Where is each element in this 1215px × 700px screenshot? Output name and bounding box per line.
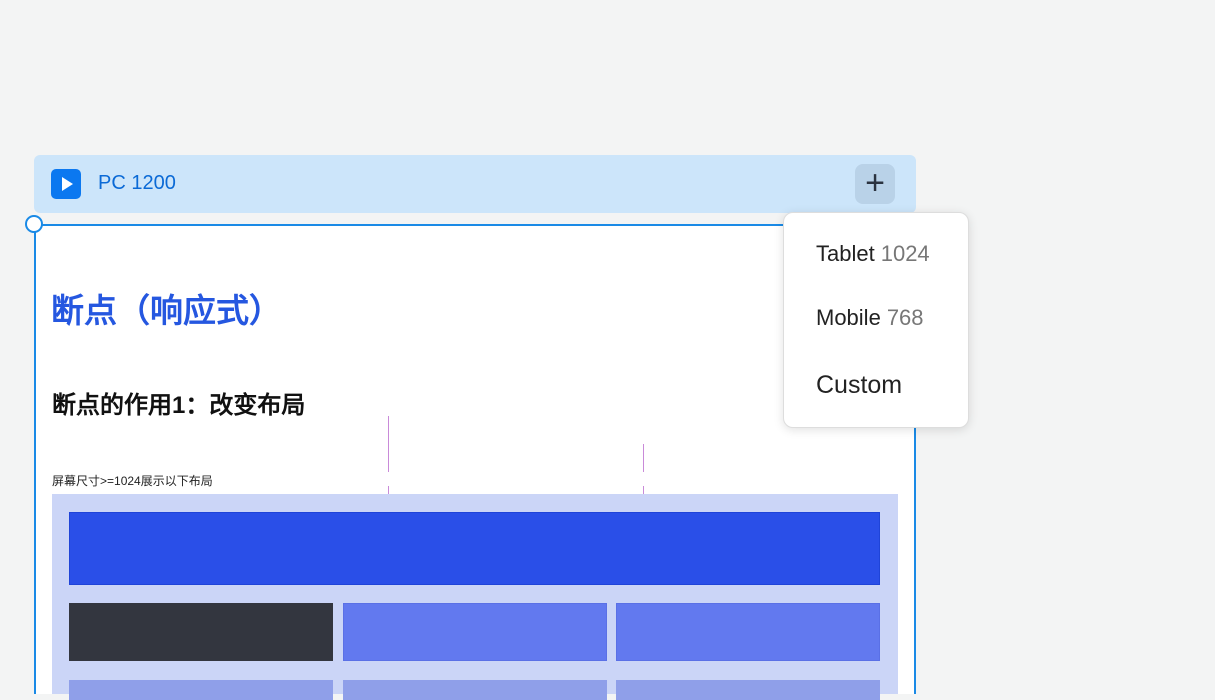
layout-preview <box>52 494 898 700</box>
content-block <box>616 680 880 700</box>
menu-item-value: 768 <box>886 305 924 330</box>
content-block <box>69 680 333 700</box>
content-block <box>616 603 880 661</box>
guide-line <box>388 416 389 472</box>
menu-item-label: Tablet <box>816 241 875 266</box>
guide-line <box>643 444 644 472</box>
layout-note: 屏幕尺寸>=1024展示以下布局 <box>52 474 213 488</box>
guide-line <box>643 486 644 494</box>
content-block-dark <box>69 603 333 661</box>
add-breakpoint-button[interactable]: + <box>855 164 895 204</box>
guide-line <box>388 486 389 494</box>
content-block <box>343 680 607 700</box>
content-block <box>343 603 607 661</box>
section-title: 断点的作用1：改变布局 <box>52 392 306 419</box>
menu-item-label: Mobile <box>816 305 881 330</box>
header-block <box>69 512 880 585</box>
breakpoint-header <box>34 155 916 213</box>
resize-handle[interactable] <box>25 215 43 233</box>
breakpoint-title[interactable]: PC 1200 <box>98 172 176 194</box>
menu-item-custom[interactable]: Custom <box>816 371 903 399</box>
plus-icon: + <box>865 164 885 202</box>
play-icon[interactable] <box>51 169 81 199</box>
page-title: 断点（响应式） <box>51 292 282 329</box>
menu-item-value: 1024 <box>880 241 930 266</box>
